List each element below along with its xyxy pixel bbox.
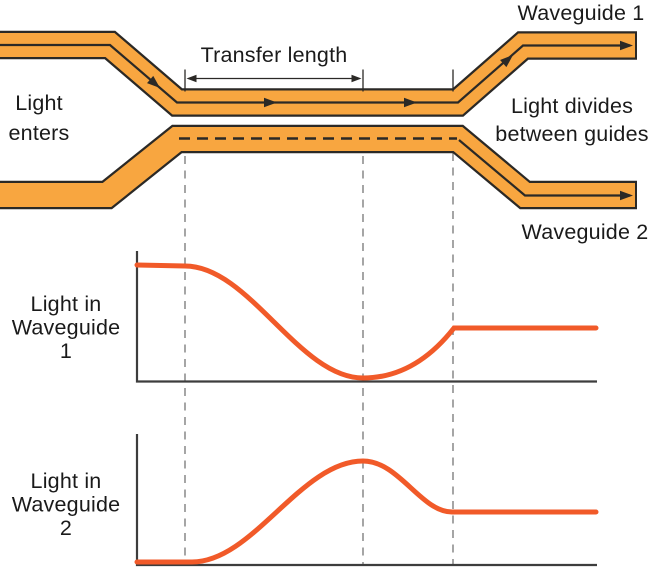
waveguide2-fill [0,127,635,207]
waveguide1-label: Waveguide 1 [518,1,645,25]
waveguide-outlines [0,30,637,210]
transfer-arrowhead-right-icon [351,74,362,83]
graph-curves [134,262,599,565]
light-path-lines [0,43,630,197]
light-divides-label-line2: between guides [495,122,648,146]
arrow-icon [620,40,633,51]
graph1-axes [135,251,597,383]
graph-axes [135,251,597,567]
light-enters-label-line2: enters [9,121,70,145]
vertical-guidelines [184,153,454,565]
arrow-icon [404,97,417,108]
diagram-labels: Waveguide 1 Transfer length Light enters… [9,1,649,540]
arrow-icon [620,190,633,201]
transfer-arrowhead-left-icon [186,74,197,83]
graph1-ylabel-line2: Waveguide [12,316,121,340]
light-enters-label-line1: Light [15,91,63,115]
graph2-ylabel-line2: Waveguide [12,493,121,517]
arrow-icon [147,75,160,88]
waveguide2-exit-light-path [458,139,630,197]
graph2-ylabel-line1: Light in [31,469,102,493]
waveguide1-light-path [0,43,630,104]
arrow-icon [500,55,513,68]
waveguide2-label: Waveguide 2 [522,220,649,244]
graph1-ylabel-line1: Light in [31,292,102,316]
light-divides-label-line1: Light divides [511,94,633,118]
graph2-ylabel-line3: 2 [60,516,72,540]
waveguide-fills [0,33,635,207]
light-arrows [147,40,633,201]
graph1-power-curve [134,262,599,381]
transfer-length-label: Transfer length [201,43,348,67]
graph1-ylabel-line3: 1 [60,339,72,363]
graph2-power-curve [134,458,599,565]
arrow-icon [264,97,277,108]
graph2-axes [135,434,597,567]
